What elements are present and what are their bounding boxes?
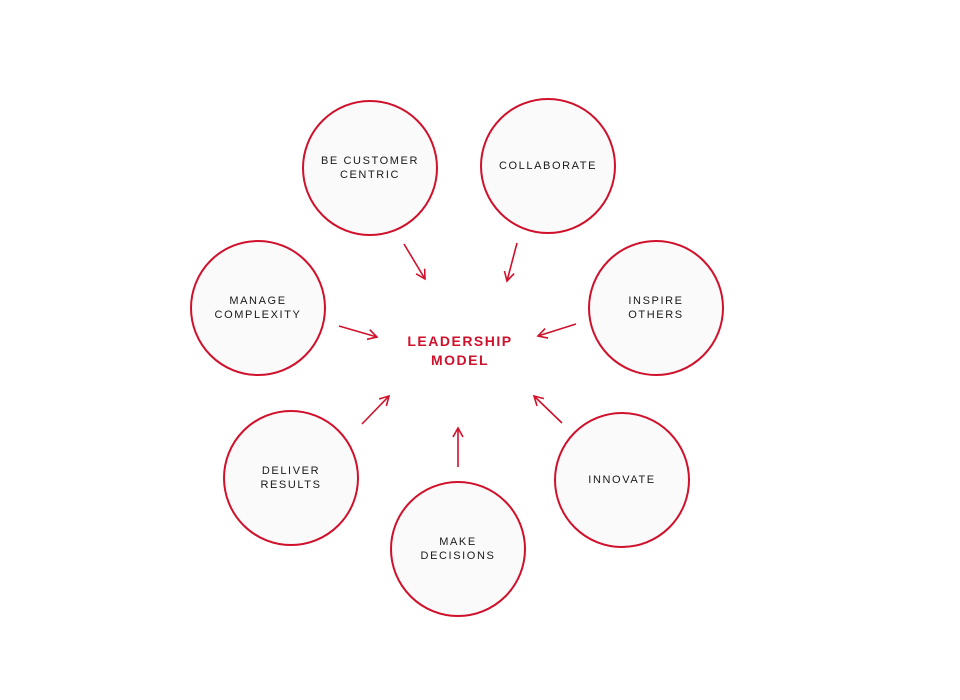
node-be-customer-centric: BE CUSTOMER CENTRIC — [302, 100, 438, 236]
arrow-manage-complexity — [338, 325, 379, 341]
leadership-model-title: LEADERSHIP MODEL — [407, 333, 513, 368]
node-manage-complexity: MANAGE COMPLEXITY — [190, 240, 326, 376]
node-label: INNOVATE — [588, 474, 656, 486]
arrow-inspire-others — [536, 323, 577, 339]
arrow-innovate — [532, 394, 563, 424]
node-deliver-results: DELIVER RESULTS — [223, 410, 359, 546]
node-innovate: INNOVATE — [554, 412, 690, 548]
node-make-decisions: MAKE DECISIONS — [390, 481, 526, 617]
node-inspire-others: INSPIRE OTHERS — [588, 240, 724, 376]
node-label: MANAGE COMPLEXITY — [214, 295, 302, 321]
node-label: DELIVER RESULTS — [260, 465, 322, 491]
arrow-deliver-results — [361, 394, 391, 425]
node-collaborate: COLLABORATE — [480, 98, 616, 234]
node-label: MAKE DECISIONS — [420, 536, 496, 562]
arrow-collaborate — [503, 242, 518, 283]
node-label: BE CUSTOMER CENTRIC — [320, 155, 420, 181]
node-label: INSPIRE OTHERS — [628, 295, 684, 321]
node-label: COLLABORATE — [498, 160, 598, 172]
arrow-customer-centric — [403, 243, 426, 281]
